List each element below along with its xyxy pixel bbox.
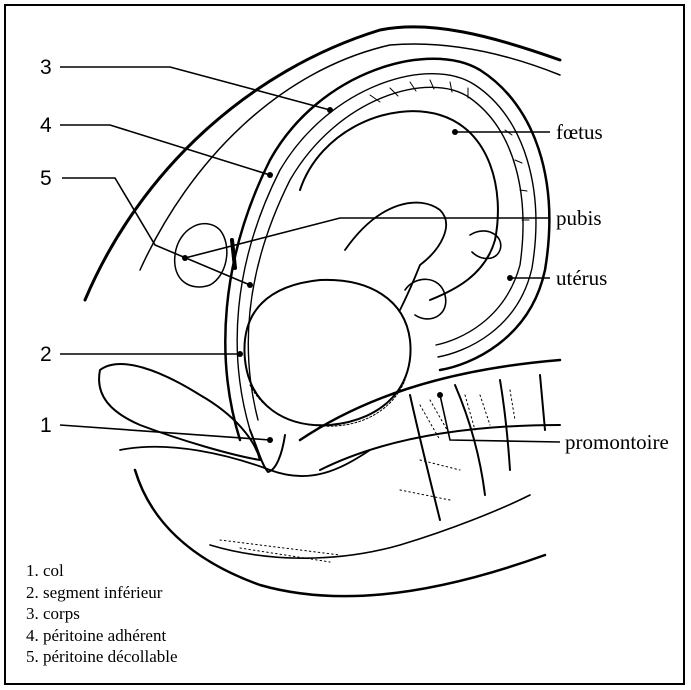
label-promontoire: promontoire (565, 430, 669, 454)
leader-lines (60, 67, 560, 442)
pubis-bone (175, 224, 227, 287)
wall-shading (370, 80, 529, 220)
spine-lower-edge (320, 425, 560, 470)
callout-4: 4 (40, 114, 52, 137)
fetus-hand (405, 231, 501, 319)
dot-uterus (507, 275, 513, 281)
callout-1: 1 (40, 414, 52, 437)
callout-5: 5 (40, 167, 52, 190)
legend-item-segment-inferieur: 2. segment inférieur (26, 582, 178, 604)
legend-item-corps: 3. corps (26, 603, 178, 625)
dot-2 (237, 351, 243, 357)
callout-3: 3 (40, 56, 52, 79)
dot-3 (327, 107, 333, 113)
label-uterus: utérus (556, 266, 607, 290)
dot-1 (267, 437, 273, 443)
legend-item-peritoine-decollable: 5. péritoine décollable (26, 646, 178, 668)
dot-5 (247, 282, 253, 288)
dot-promontoire (437, 392, 443, 398)
callout-2: 2 (40, 343, 52, 366)
dot-pubis (182, 255, 188, 261)
legend-item-peritoine-adherent: 4. péritoine adhérent (26, 625, 178, 647)
label-foetus: fœtus (556, 120, 603, 144)
legend-item-col: 1. col (26, 560, 178, 582)
leader-4 (60, 125, 270, 175)
rectum (210, 495, 530, 558)
vaginal-canal (120, 447, 370, 476)
dot-4 (267, 172, 273, 178)
label-pubis: pubis (556, 206, 602, 230)
fetus-head-hair (250, 380, 405, 426)
fetus-head (244, 280, 410, 425)
dot-foetus (452, 129, 458, 135)
bladder (99, 364, 260, 460)
legend: 1. col 2. segment inférieur 3. corps 4. … (26, 560, 178, 668)
